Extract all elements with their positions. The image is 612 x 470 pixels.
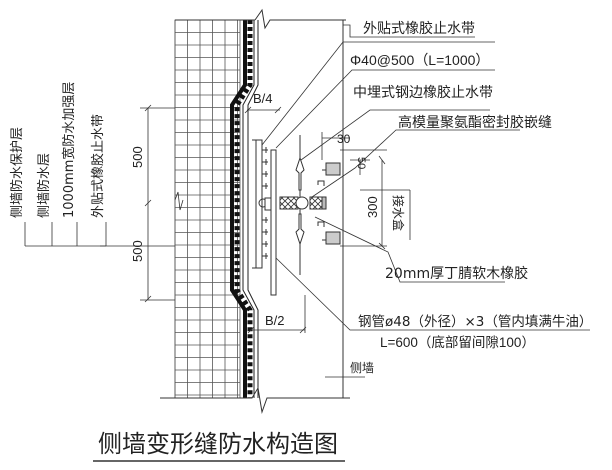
- label-cork-rubber: 20mm厚丁腈软木橡胶: [385, 265, 528, 282]
- water-box: [317, 162, 341, 245]
- waterstop-rib: [262, 229, 268, 235]
- label-embedded-waterstop: 中埋式钢边橡胶止水带: [353, 84, 493, 101]
- dim-30: 30: [337, 132, 351, 146]
- waterproof-layer: [230, 20, 259, 398]
- steel-pipe: [295, 135, 309, 275]
- dim-b-quarter: B/4: [253, 91, 273, 106]
- dimension-b: [244, 106, 307, 334]
- waterstop-rib: [262, 171, 268, 177]
- diagram-title: 侧墙变形缝防水构造图: [98, 430, 338, 458]
- left-leader-bracket: [24, 222, 107, 247]
- label-rebar-spec: Φ40@500（L=1000）: [350, 52, 489, 68]
- label-sealant: 高模量聚氨酯密封胶嵌缝: [398, 114, 552, 131]
- steel-plate: [270, 149, 277, 296]
- waterstop-rib: [262, 147, 268, 153]
- waterstop-rib: [262, 241, 268, 247]
- leader-lines: [261, 24, 590, 331]
- dim-500-lower: 500: [130, 240, 145, 262]
- dim-b-half: B/2: [265, 313, 285, 328]
- dimension-lines-right: [321, 132, 411, 250]
- bottom-break-line: [160, 386, 350, 414]
- top-break-line: [254, 8, 346, 30]
- protective-layer-grid: [174, 19, 241, 399]
- waterstop-rib: [262, 253, 268, 259]
- waterstop-rib: [262, 159, 268, 165]
- label-water-box: 接水盒: [391, 195, 406, 231]
- left-label-waterproof-layer: 侧墙防水层: [36, 153, 52, 218]
- dim-300: 300: [365, 196, 380, 218]
- label-steel-pipe: 钢管ø48（外径）×3（管内填满牛油）: [358, 314, 592, 330]
- label-pipe-length: L=600（底部留间隙100）: [380, 335, 535, 350]
- label-side-wall: 侧墙: [350, 361, 374, 375]
- left-label-protective-layer: 侧墙防水保护层: [9, 127, 25, 218]
- left-label-external-waterstop: 外贴式橡胶止水带: [90, 114, 106, 218]
- dimension-left: [100, 104, 184, 303]
- waterstop-rib: [262, 217, 268, 223]
- dim-500-upper: 500: [130, 146, 145, 168]
- label-external-waterstop: 外贴式橡胶止水带: [363, 20, 475, 37]
- dim-50: 50: [355, 157, 367, 169]
- left-label-reinforcement-layer: 1000mm宽防水加强层: [61, 82, 77, 218]
- waterstop-rib: [262, 183, 268, 189]
